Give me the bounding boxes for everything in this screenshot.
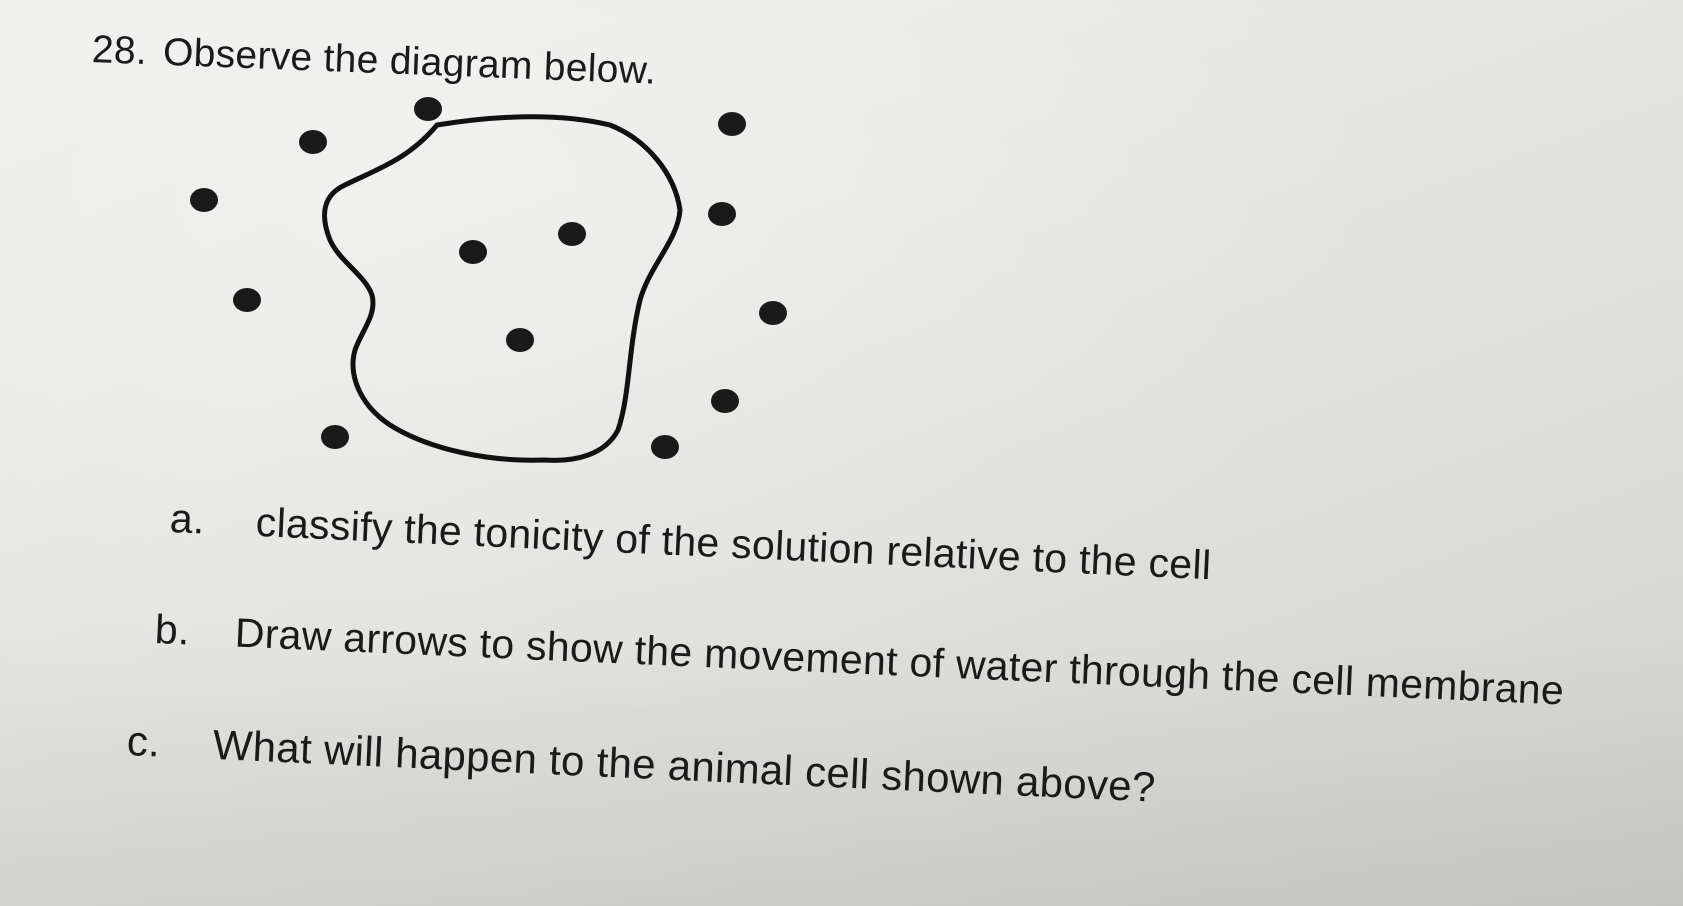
part-c-marker: c. (125, 717, 162, 766)
solute-particles-inside (321, 222, 586, 449)
solute-particle (459, 240, 487, 264)
part-a-marker: a. (168, 495, 206, 543)
solute-particles-outside (190, 97, 787, 459)
solute-particle (708, 202, 736, 226)
solute-particle (506, 328, 534, 352)
solute-particle (711, 389, 739, 413)
solute-particle (558, 222, 586, 246)
part-b-marker: b. (154, 606, 191, 654)
solute-particle (299, 130, 327, 154)
solute-particle (651, 435, 679, 459)
solute-particle (321, 425, 349, 449)
solute-particle (759, 301, 787, 325)
cell-membrane (322, 114, 683, 463)
solute-particle (718, 112, 746, 136)
solute-particle (190, 188, 218, 212)
solute-particle (414, 97, 442, 121)
solute-particle (233, 288, 261, 312)
